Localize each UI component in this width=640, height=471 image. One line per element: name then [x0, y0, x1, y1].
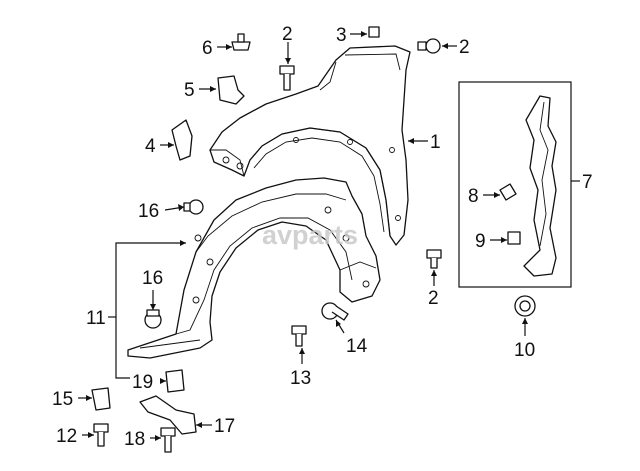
callout-7: 7 — [582, 172, 593, 193]
bolt-part-2c — [426, 249, 442, 269]
callout-14: 14 — [346, 336, 368, 357]
arrowheads — [86, 31, 528, 441]
clip-part-8 — [499, 183, 517, 201]
callout-10: 10 — [514, 340, 535, 361]
callout-16-lower: 16 — [142, 268, 163, 289]
bolt-part-2b — [417, 38, 441, 54]
fender-liner-part — [127, 177, 381, 359]
clip-part-16a — [183, 199, 204, 215]
callout-11: 11 — [86, 308, 106, 329]
clip-part-15 — [91, 387, 111, 411]
callout-15: 15 — [52, 389, 73, 410]
fender-brace-part — [523, 95, 557, 277]
bolt-part-12 — [93, 423, 109, 447]
clip-part-9 — [507, 231, 521, 245]
screw-part-14 — [321, 302, 349, 321]
bracket-part-5 — [217, 75, 245, 105]
callout-19: 19 — [132, 372, 153, 393]
callout-13: 13 — [290, 368, 311, 389]
callout-2-right: 2 — [459, 37, 470, 58]
callout-3: 3 — [336, 25, 347, 46]
callout-17: 17 — [214, 416, 235, 437]
bolt-part-2a — [279, 65, 295, 91]
callout-9: 9 — [475, 231, 486, 252]
grommet-part-10 — [514, 295, 536, 317]
bolt-part-13 — [291, 325, 307, 347]
clip-part-6 — [231, 33, 251, 51]
callout-16-upper: 16 — [138, 201, 159, 222]
callout-8: 8 — [468, 186, 479, 207]
bolt-part-18 — [160, 427, 176, 453]
callout-4: 4 — [145, 136, 156, 157]
callout-1: 1 — [430, 132, 441, 153]
callout-5: 5 — [184, 80, 195, 101]
bracket-part-4 — [171, 119, 193, 161]
callout-2-top: 2 — [282, 24, 293, 45]
front-fender-part — [209, 45, 411, 246]
callout-2-lower: 2 — [428, 288, 439, 309]
clip-part-16b — [144, 309, 162, 329]
callout-18: 18 — [124, 429, 145, 450]
callout-12: 12 — [56, 426, 77, 447]
callout-6: 6 — [202, 38, 213, 59]
watermark: avparts — [262, 220, 358, 250]
clip-part-19 — [165, 369, 185, 393]
clip-part-3 — [368, 26, 380, 38]
brace-group-box — [458, 81, 572, 288]
bracket-part-17 — [139, 395, 197, 435]
